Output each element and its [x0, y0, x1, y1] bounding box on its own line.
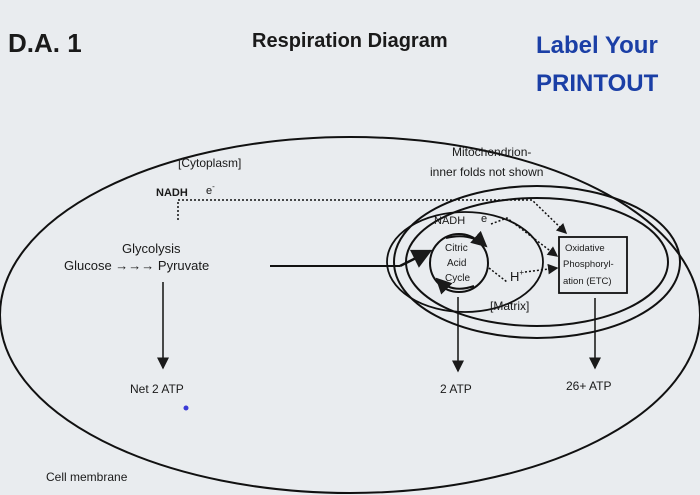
matrix-label: [Matrix]	[490, 299, 529, 313]
cell-membrane-ellipse	[0, 136, 700, 494]
pyruvate-entry-arrow	[399, 249, 433, 268]
glycolysis-label: Glycolysis	[122, 241, 181, 256]
matrix-ellipse	[386, 211, 544, 313]
cycle-top-arrow	[445, 230, 488, 248]
citric-label-1: Citric	[445, 243, 468, 254]
label-instruction-line2: PRINTOUT	[536, 70, 659, 97]
citric-to-h-dotted	[488, 267, 508, 283]
net-atp-label: Net 2 ATP	[130, 382, 184, 396]
nadh-top-label: NADH	[156, 187, 188, 199]
electron-inner-label: e-	[481, 210, 490, 225]
etc-label-2: Phosphoryl-	[563, 259, 614, 270]
etc-box	[558, 236, 628, 294]
mitochondrion-outer-membrane	[393, 185, 681, 339]
h-to-etc-dotted	[524, 263, 559, 275]
etc-atp-label: 26+ ATP	[566, 379, 611, 393]
citric-atp-label: 2 ATP	[440, 382, 472, 396]
mitochondrion-label: Mitochondrion-	[452, 145, 531, 159]
nadh-dotted-path	[177, 199, 568, 235]
citric-label-2: Acid	[447, 258, 466, 269]
inner-folds-label: inner folds not shown	[430, 165, 543, 179]
cytoplasm-label: [Cytoplasm]	[178, 156, 241, 170]
nadh-inner-label: NADH	[434, 215, 465, 227]
etc-label-3: ation (ETC)	[563, 276, 612, 287]
h-plus-label: H+	[510, 268, 524, 284]
cell-membrane-label: Cell membrane	[46, 470, 128, 484]
diagram-id-label: D.A. 1	[8, 28, 82, 58]
glucose-pyruvate-label: Glucose →→→ Pyruvate	[64, 258, 209, 273]
blue-dot	[183, 405, 189, 411]
nadh-inner-dotted-path	[490, 217, 559, 257]
page-title: Respiration Diagram	[252, 30, 448, 52]
label-instruction-line1: Label Your	[536, 32, 658, 59]
electron-top-label: e-	[206, 182, 215, 197]
citric-label-3: Cycle	[445, 273, 470, 284]
cycle-bottom-arrow	[435, 277, 475, 295]
etc-label-1: Oxidative	[565, 243, 605, 254]
